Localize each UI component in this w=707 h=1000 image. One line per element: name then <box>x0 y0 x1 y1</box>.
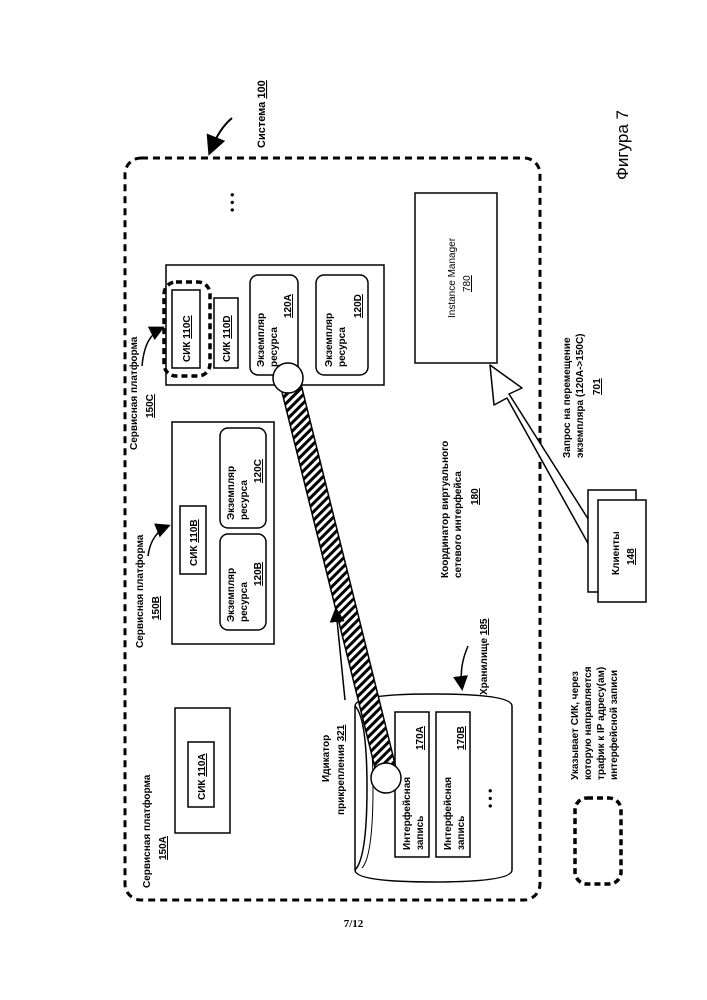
system-pointer <box>210 118 232 152</box>
platform-150c-ref: 150C <box>145 394 156 418</box>
resource-120c-label2: ресурса <box>239 480 250 520</box>
figure-label: Фигура 7 <box>613 110 632 180</box>
platform-150b-pointer <box>148 526 168 556</box>
resource-120c-ref: 120C <box>253 459 264 483</box>
record-170b-ref: 170B <box>456 726 467 750</box>
legend-text2: которую направляется <box>583 666 594 780</box>
instance-manager-label: Instance Manager <box>447 237 458 318</box>
platform-150a-label: Сервисная платформа <box>141 774 153 888</box>
page-number: 7/12 <box>0 918 707 930</box>
platform-150c-label: Сервисная платформа <box>128 336 140 450</box>
migration-request-label: Запрос на перемещение <box>562 337 573 458</box>
instance-manager-ref: 780 <box>462 275 473 292</box>
record-170b-label: Интерфейсная <box>442 777 454 850</box>
coordinator-label: Координатор виртуального <box>440 441 451 578</box>
platform-150c-pointer <box>142 328 162 366</box>
legend-dashed-symbol <box>575 798 621 884</box>
resource-120a-label: Экземпляр <box>256 313 267 367</box>
legend-text: Указывает СИК, через <box>570 671 581 780</box>
record-170a-label: Интерфейсная <box>401 777 413 850</box>
storage-label: Хранилище 185 <box>479 618 490 695</box>
legend-text3: трафик к IP адресу(ам) <box>595 667 607 780</box>
clients-label: Клиенты <box>611 531 622 575</box>
platform-150b-ref: 150B <box>151 596 162 620</box>
resource-120a-label2: ресурса <box>269 327 280 367</box>
resource-120c-label: Экземпляр <box>226 466 237 520</box>
attachment-endpoint-top <box>273 363 303 393</box>
coordinator-label2: сетевого интерфейса <box>452 471 464 578</box>
legend-text4: интерфейсной записи <box>608 670 620 780</box>
resource-120b-label2: ресурса <box>239 582 250 622</box>
platform-150a-ref: 150A <box>158 836 169 860</box>
record-170a-label2: запись <box>415 816 426 850</box>
sik-110d-label: СИК 110D <box>222 315 233 362</box>
attachment-label2: прикрепления 321 <box>336 724 347 815</box>
coordinator-ref: 180 <box>470 488 481 505</box>
migration-request-ref: 701 <box>592 378 603 395</box>
resource-120a-ref: 120A <box>283 294 294 318</box>
sik-110a-label: СИК 110A <box>197 753 208 800</box>
record-170a-ref: 170A <box>415 726 426 750</box>
storage-pointer <box>461 646 468 688</box>
resource-120d-label2: ресурса <box>337 327 348 367</box>
clients-box-front <box>598 500 646 602</box>
platform-150b-label: Сервисная платформа <box>134 534 146 648</box>
resource-120b-ref: 120B <box>253 562 264 586</box>
resource-120d-label: Экземпляр <box>324 313 335 367</box>
resource-120d-ref: 120D <box>353 294 364 318</box>
clients-ref: 148 <box>626 548 637 565</box>
more-platforms-ellipsis: • • • <box>225 193 239 212</box>
attachment-indicator-band <box>279 376 398 780</box>
attachment-label: Идикатор <box>321 735 332 782</box>
record-170b-label2: запись <box>456 816 467 850</box>
attachment-endpoint-bottom <box>371 763 401 793</box>
sik-110b-label: СИК 110B <box>189 519 200 566</box>
sik-110c-label: СИК 110C <box>182 315 193 362</box>
resource-120b-label: Экземпляр <box>226 568 237 622</box>
migration-request-label2: экземпляра (120A->150C) <box>575 333 586 458</box>
storage-ellipsis: • • • <box>483 789 497 808</box>
system-label: Система 100 <box>256 80 268 148</box>
